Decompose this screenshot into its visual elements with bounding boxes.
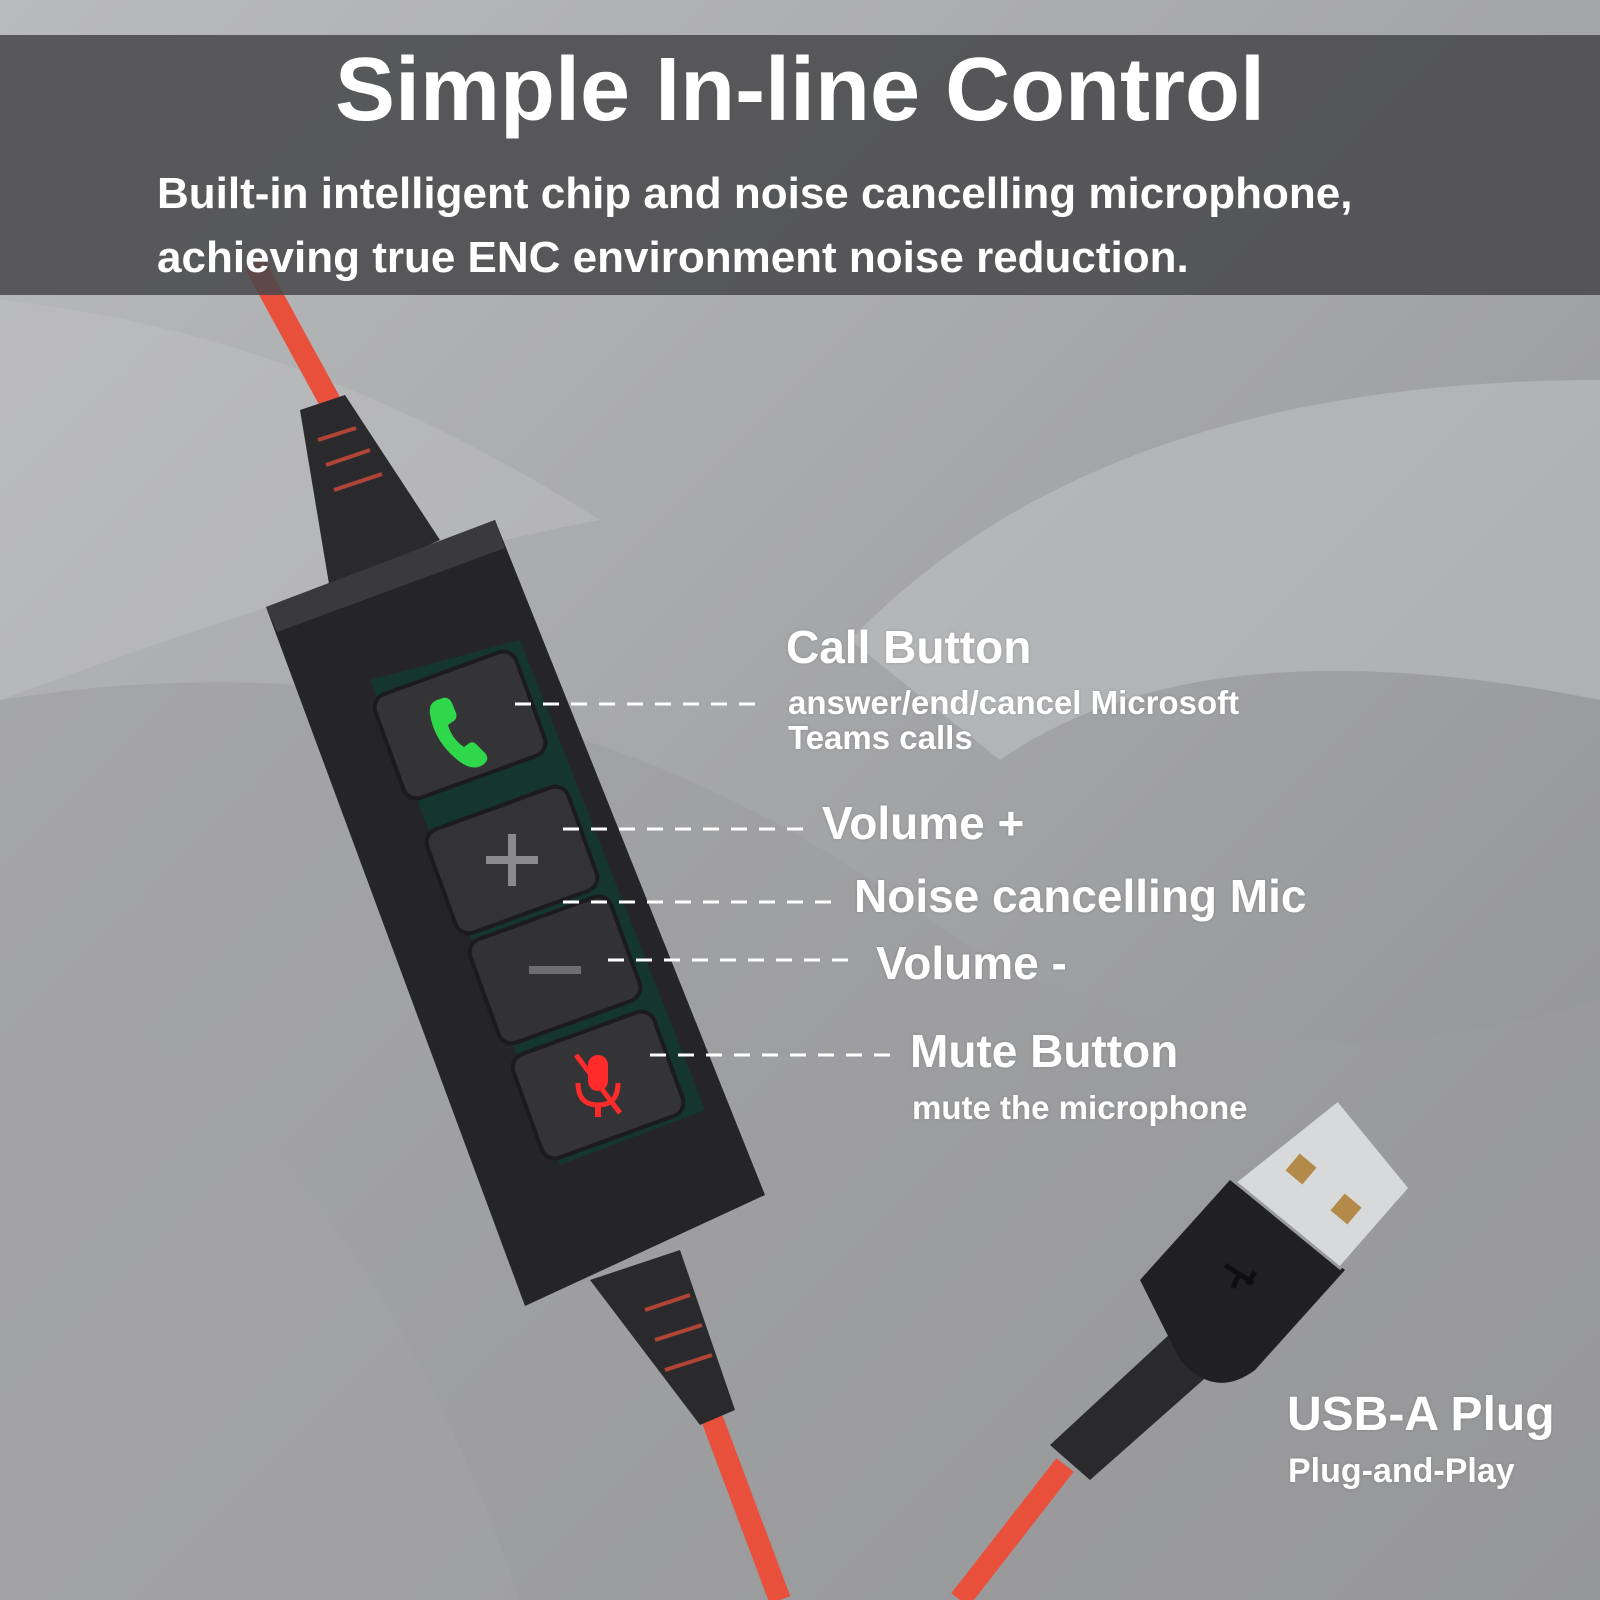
usb-plug-label: USB-A Plug bbox=[1287, 1388, 1555, 1441]
mute-button-label: Mute Button bbox=[910, 1025, 1179, 1077]
page-subtitle: Built-in intelligent chip and noise canc… bbox=[157, 162, 1557, 290]
volume-down-label: Volume - bbox=[876, 937, 1067, 989]
mute-button[interactable] bbox=[509, 1008, 688, 1163]
top-strain-ribs bbox=[317, 426, 383, 492]
subtitle-line-2: achieving true ENC environment noise red… bbox=[157, 233, 1189, 282]
top-strain-relief bbox=[300, 395, 440, 590]
volume-up-button[interactable] bbox=[423, 783, 602, 938]
bottom-strain-ribs bbox=[644, 1293, 713, 1372]
call-button[interactable] bbox=[371, 648, 550, 803]
plus-icon bbox=[486, 834, 538, 886]
usb-plug-desc: Plug-and-Play bbox=[1288, 1452, 1515, 1490]
bottom-cable bbox=[694, 1396, 791, 1600]
mic-label: Noise cancelling Mic bbox=[854, 870, 1307, 922]
phone-icon bbox=[429, 697, 488, 768]
mute-button-desc: mute the microphone bbox=[912, 1089, 1248, 1126]
call-button-desc-line-2: Teams calls bbox=[788, 719, 973, 756]
mic-muted-icon bbox=[574, 1053, 622, 1117]
top-cable bbox=[247, 259, 351, 431]
title-banner bbox=[0, 35, 1600, 295]
usb-connector bbox=[1232, 1097, 1412, 1271]
call-button-desc-line-1: answer/end/cancel Microsoft bbox=[788, 684, 1240, 721]
call-button-label: Call Button bbox=[786, 621, 1032, 673]
volume-down-button[interactable] bbox=[466, 893, 645, 1048]
subtitle-line-1: Built-in intelligent chip and noise canc… bbox=[157, 169, 1353, 218]
volume-up-label: Volume + bbox=[822, 797, 1025, 849]
minus-icon bbox=[529, 966, 581, 974]
usb-icon bbox=[1223, 1262, 1258, 1289]
usb-strain-relief bbox=[1050, 1320, 1220, 1480]
usb-cable bbox=[951, 1458, 1074, 1600]
page-title: Simple In-line Control bbox=[334, 40, 1265, 140]
